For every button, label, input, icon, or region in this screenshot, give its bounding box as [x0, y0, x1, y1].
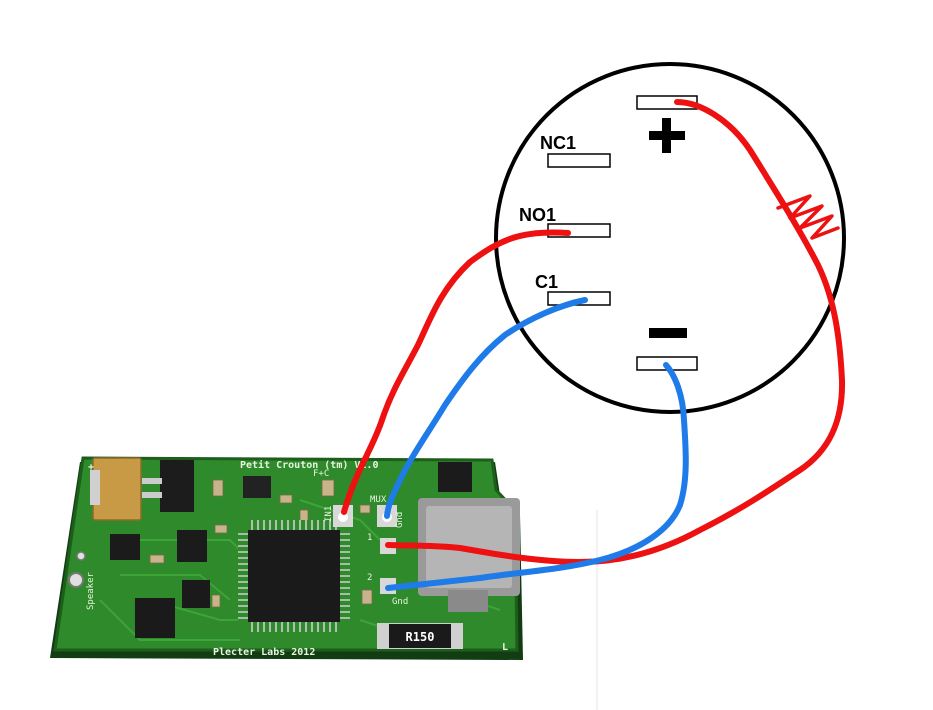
- resistor-label: R150: [406, 630, 435, 644]
- no1-label: NO1: [519, 205, 556, 225]
- mounting-hole: [68, 572, 84, 588]
- board-maker-label: Plecter Labs 2012: [213, 647, 315, 658]
- blue-wire-c1: [384, 297, 588, 519]
- small-ic: [438, 462, 472, 492]
- microcontroller-chip: [238, 520, 350, 632]
- pin-1-label: 1: [367, 533, 372, 543]
- minus-sign-icon: [649, 328, 687, 338]
- c1-label: C1: [535, 272, 558, 292]
- red-wire-plus: [385, 99, 846, 565]
- fc-label: F+C: [313, 469, 329, 479]
- tantalum-capacitor: [92, 457, 142, 521]
- board-title: Petit Crouton (tm) V1.0: [240, 459, 378, 471]
- small-ic: [243, 476, 271, 498]
- resistor-zigzag-icon: [776, 194, 840, 240]
- mux-label: MUX: [370, 495, 387, 505]
- plus-sign-icon: [649, 118, 685, 153]
- sense-resistor: R150: [377, 623, 463, 649]
- pin-2-label: 2: [367, 573, 372, 583]
- pushbutton-switch: NC1 NO1 C1: [494, 62, 846, 414]
- gnd-label-2: Gnd: [392, 597, 408, 607]
- blue-wire-minus: [385, 362, 689, 591]
- voltage-regulator: [160, 460, 194, 512]
- small-ic: [135, 598, 175, 638]
- nc1-label: NC1: [540, 133, 576, 153]
- in1-label: IN1: [324, 506, 334, 522]
- gnd-label-1: Gnd: [395, 512, 405, 528]
- board-plus-mark: +: [88, 462, 94, 473]
- switch-outline-circle: [494, 62, 846, 414]
- pcb-board: R150 Petit Crouton (tm) V1.0 Plecter Lab…: [50, 456, 523, 660]
- board-l-mark: L: [502, 642, 508, 653]
- red-wire-no1: [341, 229, 571, 515]
- terminal-nc1: [547, 153, 611, 168]
- small-ic: [110, 534, 140, 560]
- small-ic: [182, 580, 210, 608]
- wires: [341, 99, 846, 591]
- speaker-label: Speaker: [86, 571, 96, 610]
- small-ic: [177, 530, 207, 562]
- mounting-hole: [76, 551, 86, 561]
